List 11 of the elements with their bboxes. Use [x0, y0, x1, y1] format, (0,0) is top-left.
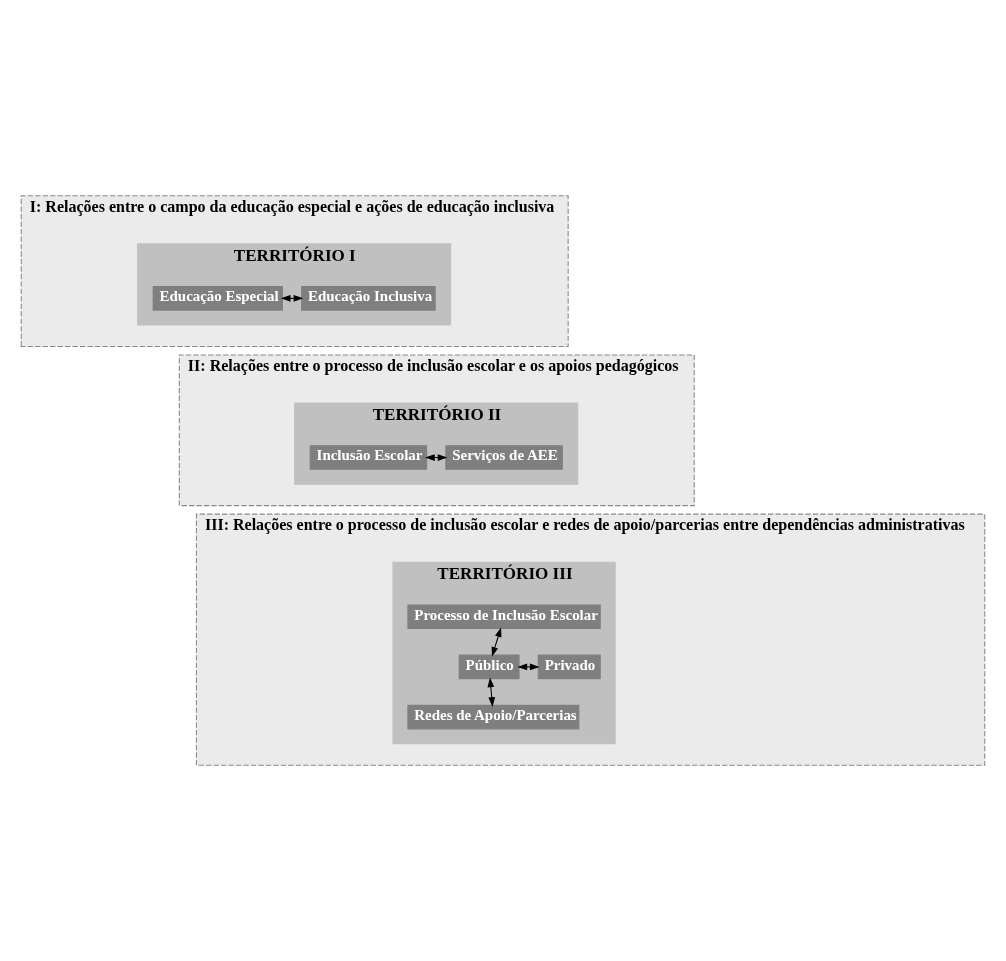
arrow: [517, 663, 540, 671]
node-box: Público: [458, 654, 520, 680]
node-box: Privado: [537, 654, 601, 680]
node-box: Educação Inclusiva: [301, 286, 436, 311]
arrow: [491, 627, 502, 657]
node-box: Educação Especial: [152, 286, 283, 311]
node-box: Inclusão Escolar: [309, 445, 428, 470]
node-box: Processo de Inclusão Escolar: [407, 604, 601, 629]
node-box: Serviços de AEE: [445, 445, 563, 470]
arrow: [487, 677, 496, 707]
node-box: Redes de Apoio/Parcerias: [407, 704, 580, 730]
